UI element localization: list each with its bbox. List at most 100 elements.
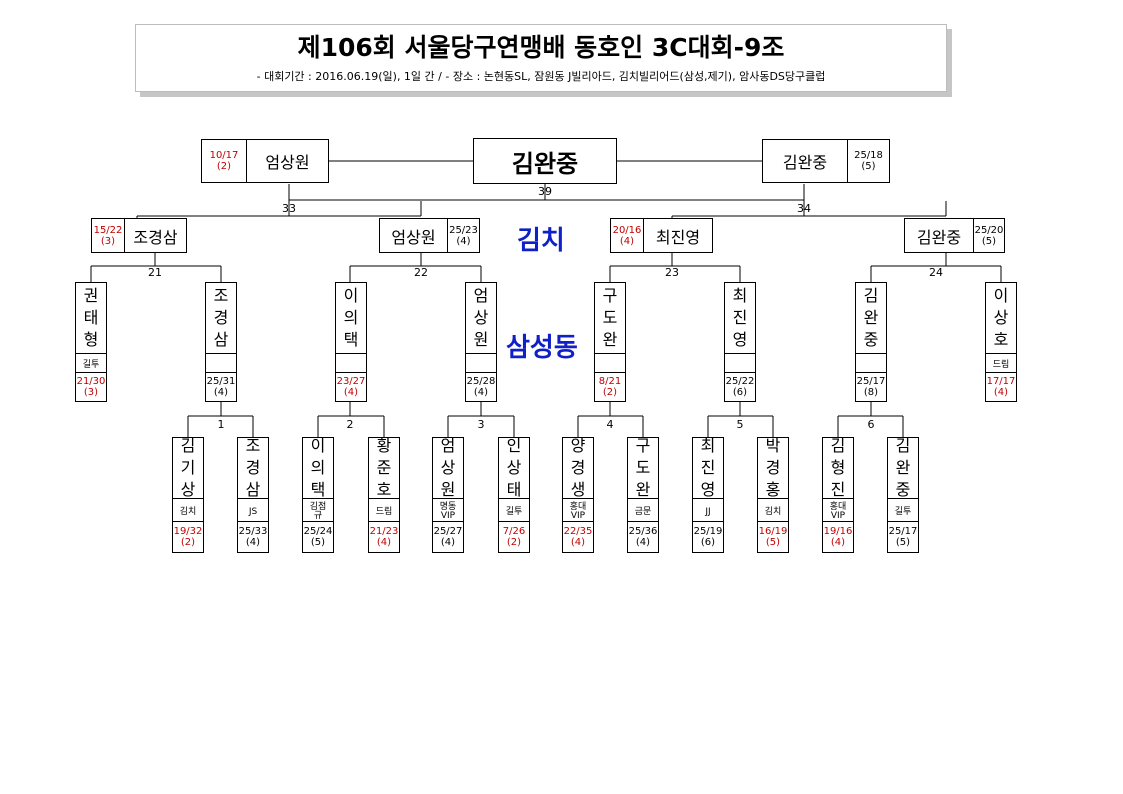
name-char: 이	[310, 436, 326, 455]
name-char: 상	[180, 480, 196, 499]
name-char: 택	[310, 480, 326, 499]
player-score: 7/26(2)	[499, 521, 529, 552]
inning-value: (6)	[700, 537, 716, 548]
name-char: 구	[602, 286, 618, 305]
name-char: 김	[863, 286, 879, 305]
player-club	[595, 353, 625, 376]
inning-value: (2)	[602, 387, 618, 398]
score-value: 19/32	[173, 526, 203, 537]
finalist-right-score: 25/18 (5)	[848, 140, 889, 182]
name-char: 도	[635, 458, 651, 477]
name-char: 최	[700, 436, 716, 455]
name-char: 엄	[473, 286, 489, 305]
inning-value: (4)	[473, 387, 489, 398]
match-number-4: 4	[606, 418, 614, 431]
name-char: 중	[863, 330, 879, 349]
name-char: 태	[83, 308, 99, 327]
inning-value: (2)	[506, 537, 522, 548]
name-char: 조	[245, 436, 261, 455]
score-value: 15/22	[93, 224, 123, 236]
match-number-23: 23	[665, 266, 679, 279]
name-char: 진	[732, 308, 748, 327]
name-char: 원	[440, 480, 456, 499]
name-char: 도	[602, 308, 618, 327]
inning-value: (5)	[765, 537, 781, 548]
player-score: 25/17(8)	[856, 372, 886, 401]
player-club	[336, 353, 366, 376]
page-title: 제106회 서울당구연맹배 동호인 3C대회-9조	[297, 33, 785, 62]
player-club: 길투	[76, 353, 106, 376]
player-club: 길투	[888, 498, 918, 525]
inning-value: (4)	[245, 537, 261, 548]
player-score: 25/36(4)	[628, 521, 658, 552]
event-info: - 대회기간 : 2016.06.19(일), 1일 간 / - 장소 : 논현…	[256, 70, 826, 83]
name-char: 조	[213, 286, 229, 305]
match-number-22: 22	[414, 266, 428, 279]
name-char: 생	[570, 480, 586, 499]
qf-player-3: 20/16 (4) 최진영	[610, 218, 713, 253]
name-char: 삼	[213, 330, 229, 349]
name-char: 홍	[765, 480, 781, 499]
qf-score: 25/20 (5)	[974, 219, 1004, 252]
qf-player-4: 김완중 25/20 (5)	[904, 218, 1005, 253]
match-number-21: 21	[148, 266, 162, 279]
name-char: 형	[83, 330, 99, 349]
player-club: 홍대 VIP	[563, 498, 593, 525]
inning-value: (5)	[981, 235, 997, 247]
name-char: 김	[180, 436, 196, 455]
match-number-2: 2	[346, 418, 354, 431]
inning-value: (8)	[863, 387, 879, 398]
name-char: 상	[993, 308, 1009, 327]
score-value: 25/19	[693, 526, 723, 537]
finalist-left: 10/17 (2) 엄상원	[201, 139, 329, 183]
player-club: 금문	[628, 498, 658, 525]
name-char: 택	[343, 330, 359, 349]
inning-value: (4)	[570, 537, 586, 548]
name-char: 완	[895, 458, 911, 477]
player-club: 드림	[369, 498, 399, 525]
name-char: 의	[310, 458, 326, 477]
venue-label-samseong: 삼성동	[506, 333, 578, 363]
score-value: 7/26	[502, 526, 526, 537]
inning-value: (6)	[732, 387, 748, 398]
score-value: 21/30	[76, 376, 106, 387]
name-char: 완	[602, 330, 618, 349]
tournament-header: 제106회 서울당구연맹배 동호인 3C대회-9조 - 대회기간 : 2016.…	[135, 24, 947, 92]
qf-score: 20/16 (4)	[611, 219, 643, 252]
name-char: 호	[993, 330, 1009, 349]
player-score: 25/28(4)	[466, 372, 496, 401]
name-char: 양	[570, 436, 586, 455]
player-club: 김치	[758, 498, 788, 525]
match-number-1: 1	[217, 418, 225, 431]
name-char: 경	[245, 458, 261, 477]
name-char: 진	[700, 458, 716, 477]
player-club: 길투	[499, 498, 529, 525]
qf-name: 김완중	[916, 227, 962, 247]
name-char: 박	[765, 436, 781, 455]
match-number-3: 3	[477, 418, 485, 431]
